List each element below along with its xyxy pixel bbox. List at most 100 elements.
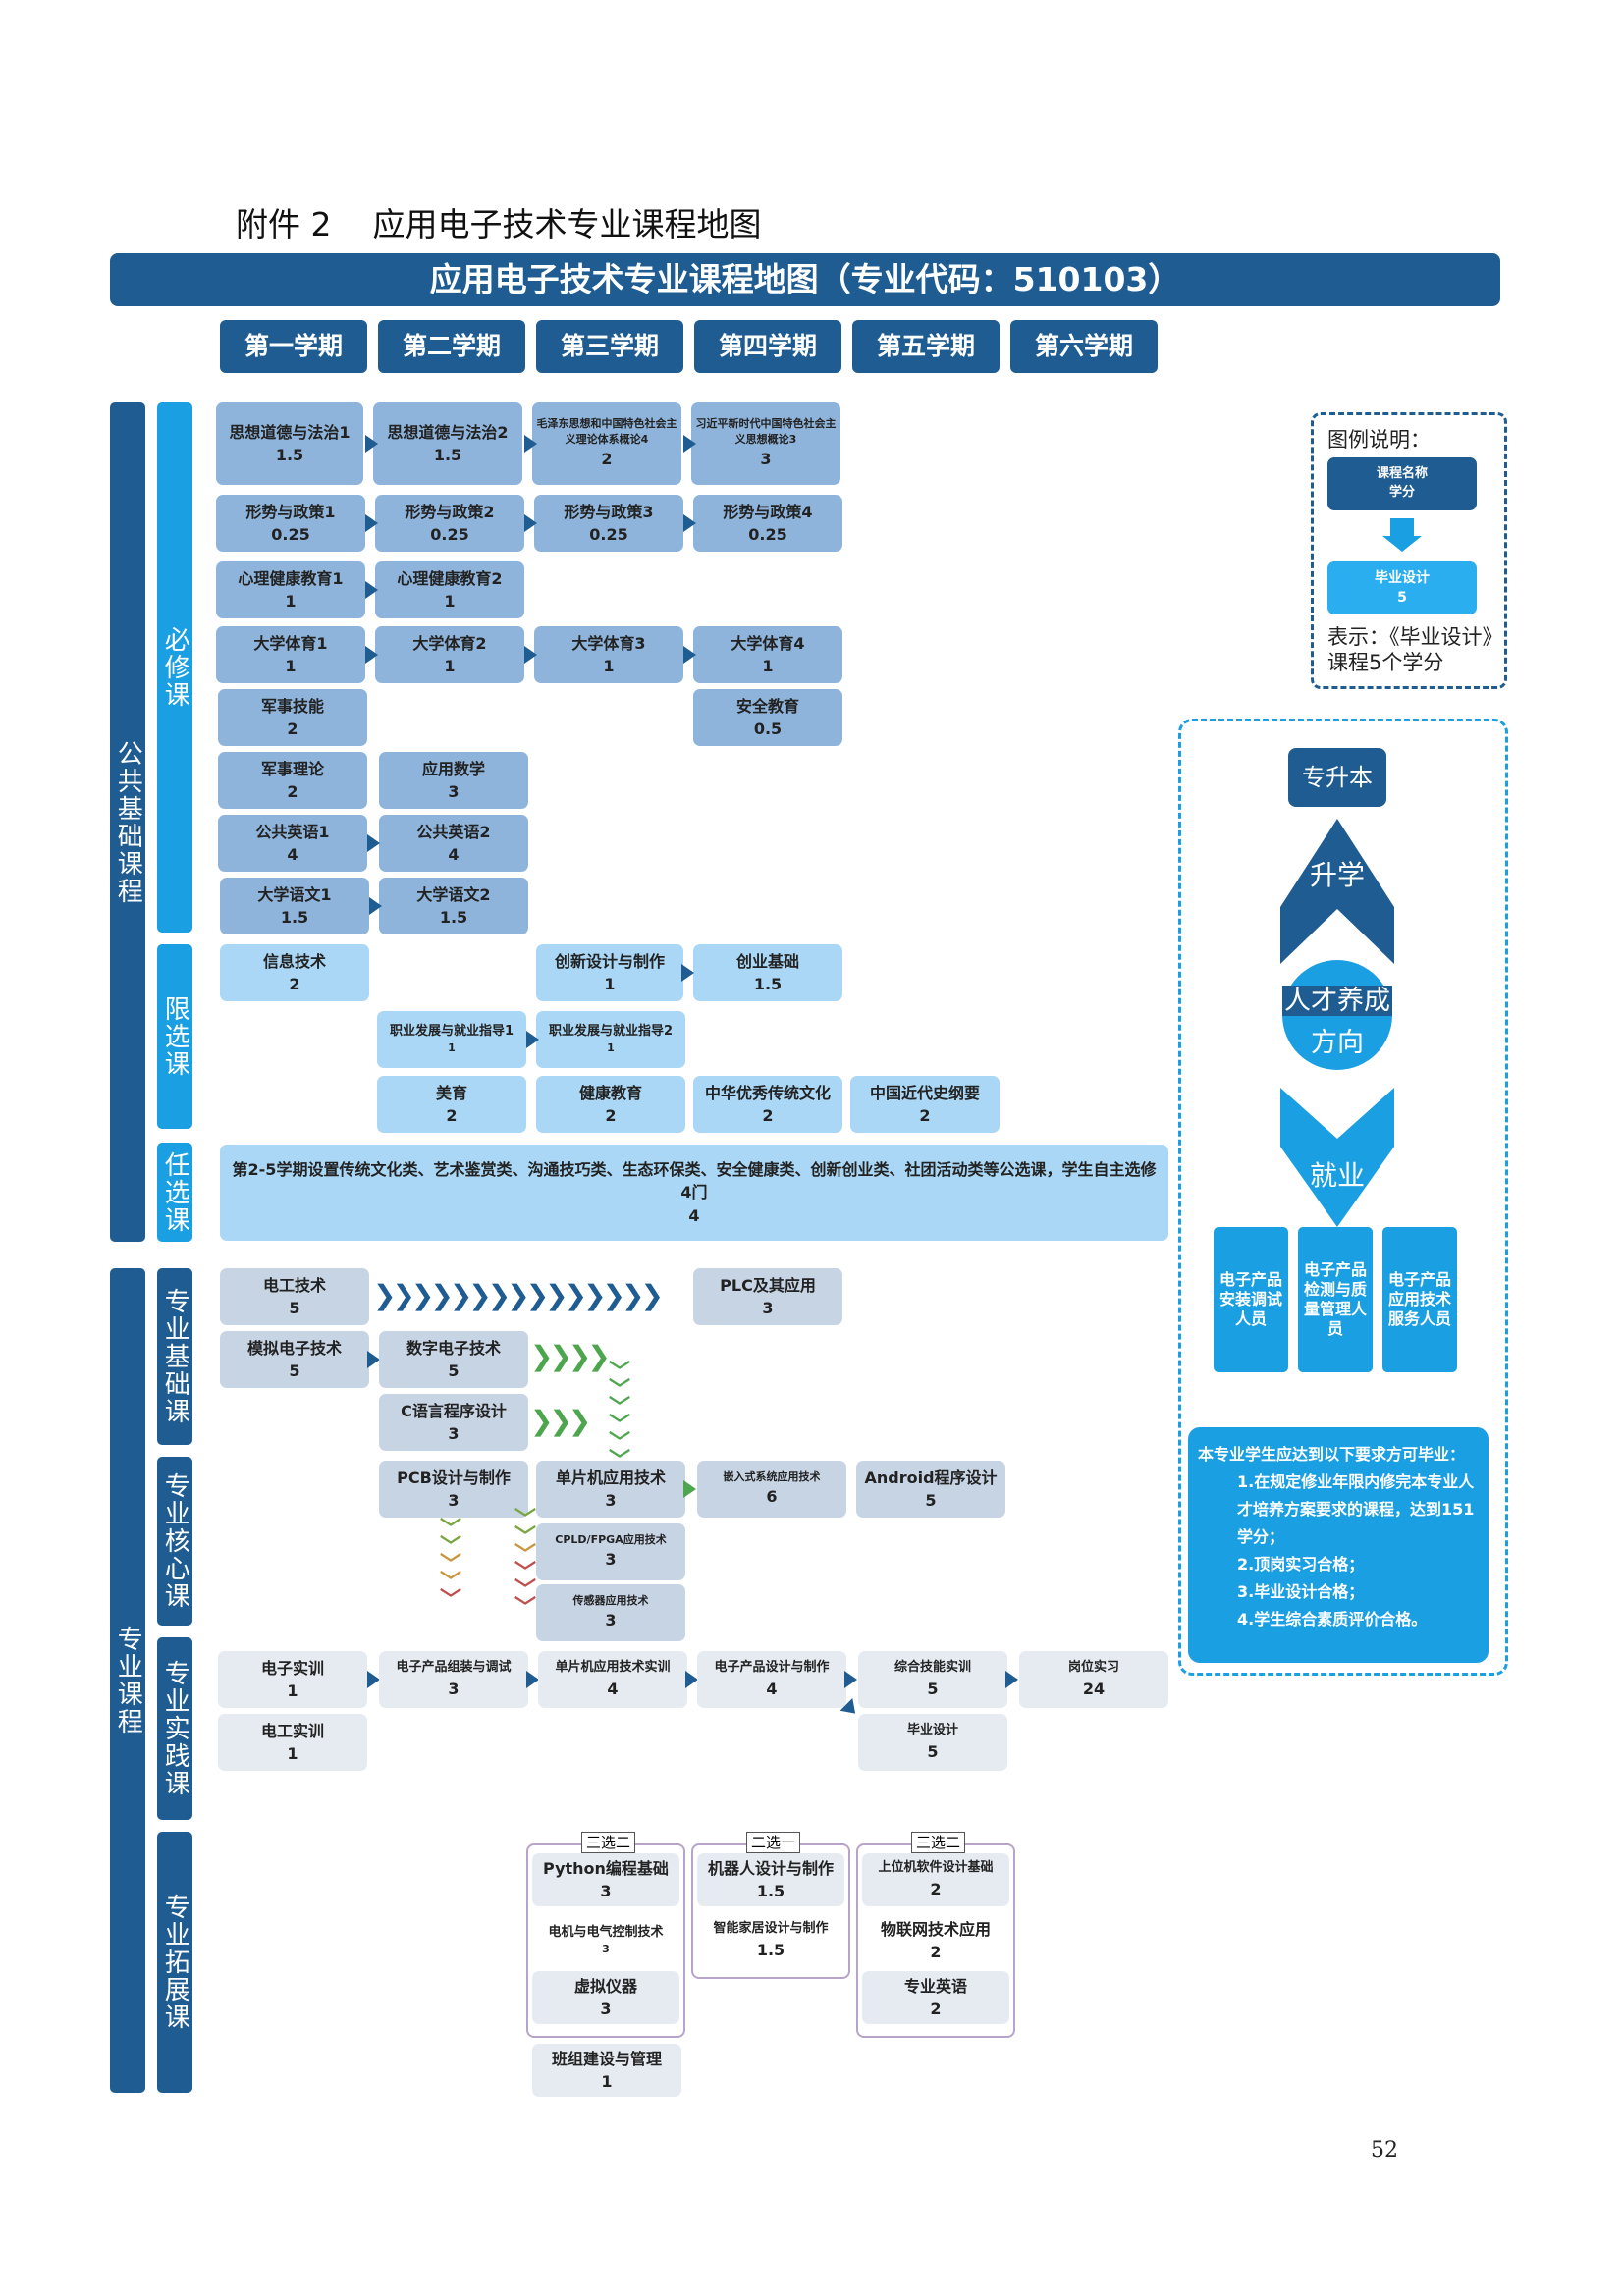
arrow-right-icon xyxy=(683,646,696,664)
category-prof-practice: 专业实践课 xyxy=(157,1637,192,1820)
legend-note: 表示：《毕业设计》课程5个学分 xyxy=(1327,625,1492,675)
arrow-right-icon xyxy=(681,964,694,982)
job-box: 电子产品安装调试人员 xyxy=(1214,1227,1288,1372)
graduation-requirements: 本专业学生应达到以下要求方可毕业： 1.在规定修业年限内修完本专业人才培养方案要… xyxy=(1188,1427,1489,1663)
arrow-right-icon xyxy=(367,1671,380,1688)
arrow-down-icon xyxy=(1382,536,1422,552)
arrow-right-icon xyxy=(365,581,378,599)
job-box: 电子产品应用技术服务人员 xyxy=(1382,1227,1457,1372)
group-label: 三选二 xyxy=(911,1832,966,1853)
category-public: 公共基础课程 xyxy=(110,402,145,1242)
up-arrow-icon xyxy=(1280,819,1394,964)
arrow-right-icon xyxy=(685,1671,698,1688)
arrow-right-icon xyxy=(369,897,382,915)
chevron-down-chain-icon: ﹀﹀﹀﹀﹀ xyxy=(439,1518,461,1613)
legend-sample-box: 课程名称学分 xyxy=(1327,457,1477,510)
arrow-right-icon xyxy=(524,514,537,532)
arrow-right-icon xyxy=(367,1351,380,1368)
group-label: 二选一 xyxy=(746,1832,801,1853)
arrow-right-icon xyxy=(683,514,696,532)
arrow-right-icon xyxy=(526,1031,539,1048)
down-arrow-icon xyxy=(1280,1088,1394,1227)
semester-header: 第一学期 xyxy=(220,320,367,373)
chevron-down-chain-icon: ﹀﹀﹀﹀﹀﹀ xyxy=(514,1508,536,1621)
arrow-right-icon xyxy=(367,834,380,852)
chevron-down-chain-icon: ﹀﹀﹀﹀﹀﹀ xyxy=(608,1361,630,1472)
arrow-right-icon xyxy=(1005,1671,1018,1688)
career-panel xyxy=(1178,719,1508,1676)
arrow-right-icon xyxy=(844,1671,857,1688)
arrow-right-icon xyxy=(365,435,378,453)
job-box: 电子产品检测与质量管理人员 xyxy=(1298,1227,1373,1372)
page-number: 52 xyxy=(1371,2138,1398,2163)
elective-box: 第2-5学期设置传统文化类、艺术鉴赏类、沟通技巧类、生态环保类、安全健康类、创新… xyxy=(220,1145,1168,1241)
semester-header: 第五学期 xyxy=(852,320,1000,373)
semester-header: 第六学期 xyxy=(1010,320,1158,373)
category-required: 必修课 xyxy=(157,402,192,933)
chevron-chain-icon: ❯❯❯❯❯❯❯❯❯❯❯❯❯❯❯ xyxy=(373,1279,664,1311)
arrow-right-icon xyxy=(683,435,696,453)
category-prof-core: 专业核心课 xyxy=(157,1457,192,1626)
chevron-chain-icon: ❯❯❯❯ xyxy=(530,1340,611,1372)
arrow-right-icon xyxy=(524,646,537,664)
category-limited: 限选课 xyxy=(157,944,192,1129)
upgrade-box: 专升本 xyxy=(1288,748,1386,807)
arrow-right-icon xyxy=(526,1671,539,1688)
semester-header: 第三学期 xyxy=(536,320,683,373)
group-label: 三选二 xyxy=(581,1832,636,1853)
semester-header: 第四学期 xyxy=(694,320,841,373)
document-title: 附件 2 应用电子技术专业课程地图 xyxy=(236,205,762,243)
center-label: 人才养成方向 xyxy=(1282,986,1392,1059)
semester-header: 第二学期 xyxy=(378,320,525,373)
category-prof-extend: 专业拓展课 xyxy=(157,1832,192,2093)
further-study-label: 升学 xyxy=(1309,859,1365,891)
